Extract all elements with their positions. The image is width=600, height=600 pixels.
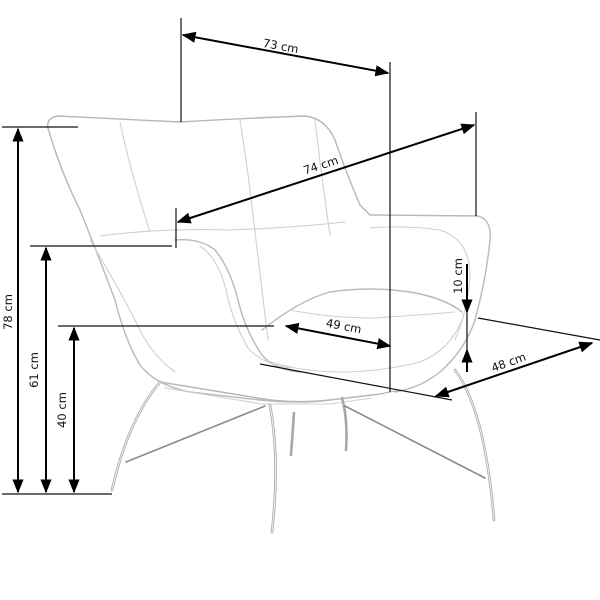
backrest-channel-1 [119, 121, 151, 233]
brace-left [125, 405, 266, 463]
label-overall-width: 73 cm [262, 36, 300, 56]
backrest-seam [99, 221, 346, 237]
label-seat-width: 49 cm [325, 316, 363, 337]
seat-cushion-outline [261, 288, 463, 331]
label-overall-height: 78 cm [1, 294, 15, 330]
backrest-channel-3 [314, 119, 331, 236]
seat-base-frame [159, 381, 401, 403]
dimension-overall-height: 78 cm [1, 126, 112, 495]
seat-cushion-seam [289, 309, 456, 319]
left-armrest-outline [174, 239, 301, 373]
dimension-armrest-height: 61 cm [27, 245, 172, 494]
dimension-diagonal-width: 74 cm [175, 112, 477, 248]
leg-back-left [110, 380, 162, 492]
brace-right [344, 405, 486, 479]
seat-base-frame-lower [164, 387, 373, 405]
label-cushion-thickness: 10 cm [451, 258, 465, 294]
dimension-seat-height: 40 cm [55, 325, 274, 494]
right-armrest-outline [369, 214, 491, 393]
label-diagonal-width: 74 cm [302, 153, 340, 177]
label-seat-height: 40 cm [55, 392, 69, 428]
leg-front-right [453, 368, 496, 522]
leg-back-right [340, 396, 348, 452]
chair-illustration [47, 115, 496, 534]
left-armrest-inner [199, 245, 291, 369]
dimension-overall-width: 73 cm [180, 18, 391, 392]
dimension-cushion-thickness: 10 cm [451, 258, 473, 372]
leg-back-center [289, 411, 296, 457]
dimension-seat-width: 49 cm [284, 316, 392, 350]
left-wing-outline [47, 127, 331, 403]
label-armrest-height: 61 cm [27, 352, 41, 388]
